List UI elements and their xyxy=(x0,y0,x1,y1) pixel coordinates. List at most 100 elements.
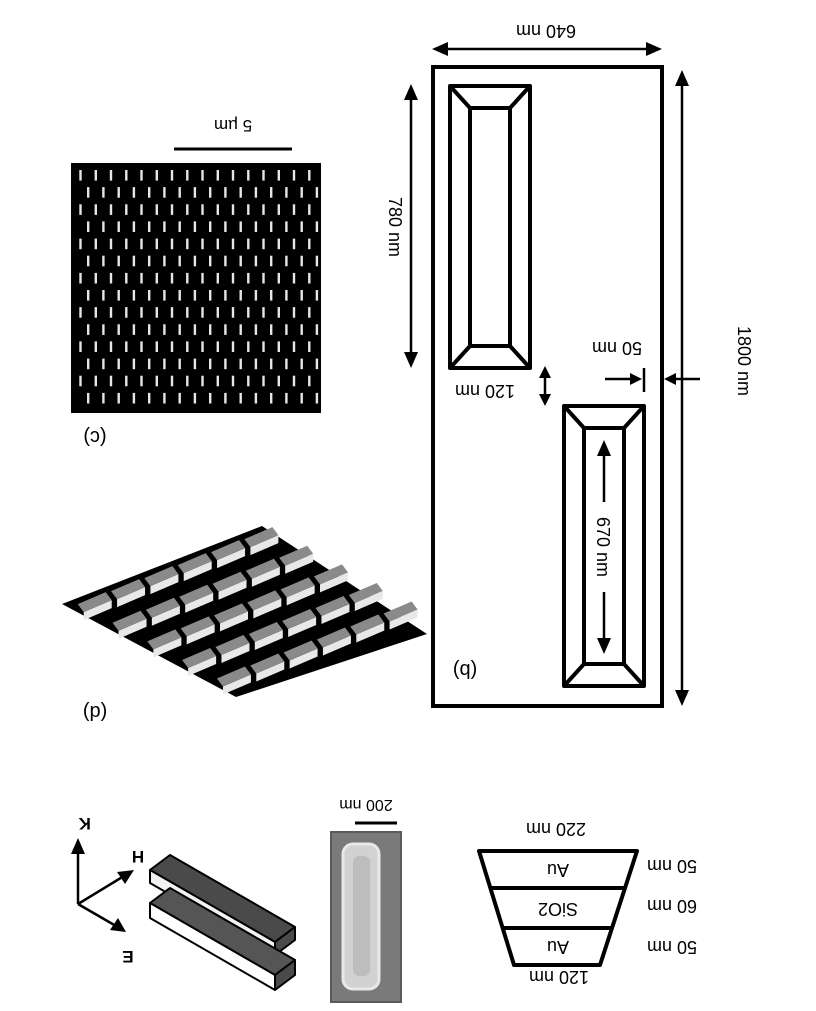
rod-side xyxy=(289,648,318,669)
nanorod xyxy=(254,392,258,404)
rod-side xyxy=(117,587,146,608)
rod-side xyxy=(286,585,315,606)
nanorod xyxy=(193,290,197,301)
nanorod xyxy=(186,170,189,181)
nanorod xyxy=(193,255,197,267)
nanorod xyxy=(277,307,280,318)
nanorod xyxy=(140,204,143,215)
nanorod xyxy=(308,307,311,318)
nanorod xyxy=(163,324,166,335)
sem-scalebar-label: 200 nm xyxy=(339,796,392,813)
sem-array-image xyxy=(71,163,321,413)
nanorod xyxy=(132,187,136,198)
nanorod xyxy=(262,307,265,318)
nanorod xyxy=(140,272,143,284)
nanorod xyxy=(125,341,128,352)
stack-bottom-width-label: 120 nm xyxy=(529,967,589,987)
rod-side xyxy=(218,579,247,600)
nanorod xyxy=(94,307,97,318)
rod-top xyxy=(316,627,351,648)
nanorod xyxy=(178,221,181,232)
rod-side xyxy=(150,574,179,595)
nanorod xyxy=(231,272,235,284)
nanorod xyxy=(270,324,273,335)
nanorod xyxy=(277,238,280,250)
nanorod xyxy=(178,358,181,370)
rod-side xyxy=(389,609,418,630)
rod-side xyxy=(185,592,214,613)
nanorod xyxy=(79,272,82,284)
nanorod xyxy=(216,341,219,352)
nanorod xyxy=(117,255,120,267)
nanorod xyxy=(102,255,105,267)
panel-d: (d) xyxy=(62,526,427,723)
nanorod xyxy=(102,392,105,404)
rod-top xyxy=(147,629,182,650)
rod-top xyxy=(383,601,418,622)
rod-top xyxy=(180,616,215,637)
nanorod xyxy=(292,341,296,352)
nanorod xyxy=(308,170,311,181)
nanorod xyxy=(231,375,235,387)
nanorod xyxy=(308,204,311,215)
nanorod xyxy=(247,170,250,181)
nanorod xyxy=(239,358,242,370)
nanorod xyxy=(254,255,258,267)
nanorod xyxy=(239,290,242,301)
nanorod xyxy=(186,307,189,318)
nanorod xyxy=(109,272,113,284)
nanorod xyxy=(148,290,151,301)
nanorod xyxy=(285,187,288,198)
nanorod xyxy=(262,375,265,387)
nanorod xyxy=(178,187,181,198)
rod-top xyxy=(314,564,348,585)
nanorod xyxy=(109,238,113,250)
nanorod xyxy=(247,341,250,352)
rod-top xyxy=(315,595,350,616)
nanorod xyxy=(94,204,97,215)
nanorod xyxy=(155,272,158,284)
nanorod xyxy=(193,392,197,404)
rod-top xyxy=(212,571,247,592)
top-length-arrow xyxy=(404,84,418,368)
nanorod xyxy=(193,324,197,335)
nanorod xyxy=(163,290,166,301)
nanorod xyxy=(308,375,311,387)
height-label: 1800 nm xyxy=(734,326,754,396)
nanorod xyxy=(315,221,319,232)
nanorod xyxy=(186,341,189,352)
nanorod xyxy=(209,324,212,335)
nanorod xyxy=(155,341,158,352)
nanorod xyxy=(224,187,227,198)
rod-top xyxy=(214,603,248,624)
nanorod xyxy=(94,170,97,181)
nanorod xyxy=(270,392,273,404)
panel-b-label: (b) xyxy=(453,659,477,681)
rod-side xyxy=(254,629,283,650)
width-label: 640 nm xyxy=(516,21,576,41)
nanorod xyxy=(315,255,319,267)
rod-top xyxy=(244,527,279,548)
nanorod xyxy=(170,341,174,352)
nanorod xyxy=(125,375,128,387)
nanorod xyxy=(262,272,265,284)
h-vector-label: H xyxy=(132,847,144,866)
nanorod xyxy=(109,204,113,215)
rod-side xyxy=(217,548,246,569)
nanorod xyxy=(79,307,82,318)
rod-side xyxy=(356,622,385,643)
nanorod xyxy=(140,341,143,352)
nanorod xyxy=(300,255,303,267)
nanorod xyxy=(140,375,143,387)
panel-c: 5 µm (c) xyxy=(71,116,321,448)
nanorod xyxy=(186,375,189,387)
nanorod xyxy=(94,375,97,387)
rod-side xyxy=(83,600,112,621)
nanorod xyxy=(170,375,174,387)
nanorod xyxy=(209,358,212,370)
nanorod xyxy=(201,204,204,215)
nanorod xyxy=(285,290,288,301)
nanorod xyxy=(216,375,219,387)
bottom-rod xyxy=(562,404,646,688)
